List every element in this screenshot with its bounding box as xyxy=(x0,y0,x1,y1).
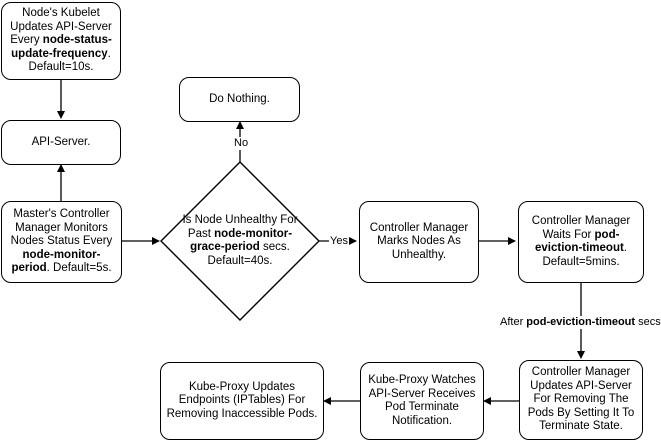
text-segment: . Default=5mins. xyxy=(542,242,627,268)
kube-proxy-watches-node: Kube-Proxy Watches API-Server Receives P… xyxy=(360,362,484,440)
text-segment: Kube-Proxy Updates Endpoints (IPTables) … xyxy=(166,380,318,420)
text-segment: API-Server. xyxy=(31,135,91,148)
edge-label-after-timeout: After pod-eviction-timeout secs xyxy=(499,316,661,329)
text-segment: After xyxy=(500,316,527,328)
text-segment: Controller Manager Updates API-Server Fo… xyxy=(527,366,635,433)
text-segment: Master's Controller Manager Monitors Nod… xyxy=(10,208,113,248)
text-segment: No xyxy=(234,137,249,149)
kubelet-update-node: Node's Kubelet Updates API-Server Every … xyxy=(1,2,121,80)
marks-unhealthy-node: Controller Manager Marks Nodes As Unheal… xyxy=(359,201,479,283)
text-segment: Node's Kubelet Updates API-Server Every xyxy=(10,7,112,47)
text-segment: Kube-Proxy Watches API-Server Receives P… xyxy=(368,374,476,427)
edge-label-no: No xyxy=(233,137,250,150)
bold-text-segment: pod-eviction-timeout xyxy=(526,316,636,328)
text-segment: secs. Default=40s. xyxy=(207,241,290,267)
text-segment: . Default=5s. xyxy=(46,262,112,275)
edge-label-yes: Yes xyxy=(329,235,349,248)
waits-eviction-node: Controller Manager Waits For pod-evictio… xyxy=(518,201,644,283)
do-nothing-node: Do Nothing. xyxy=(179,77,300,122)
text-segment: Is Node Unhealthy For Past xyxy=(182,214,298,240)
decision-text: Is Node Unhealthy For Past node-monitor-… xyxy=(181,196,299,286)
text-segment: Controller Manager Waits For xyxy=(531,215,631,241)
updates-api-server-node: Controller Manager Updates API-Server Fo… xyxy=(519,360,643,440)
text-segment: Yes xyxy=(330,235,348,247)
text-segment: . Default=10s. xyxy=(28,47,111,74)
text-segment: secs xyxy=(635,316,661,328)
bold-text-segment: pod-eviction-timeout xyxy=(534,228,624,255)
kube-proxy-updates-node: Kube-Proxy Updates Endpoints (IPTables) … xyxy=(160,362,324,440)
api-server-node: API-Server. xyxy=(1,120,121,165)
text-segment: Controller Manager Marks Nodes As Unheal… xyxy=(369,221,469,261)
text-segment: Do Nothing. xyxy=(209,92,270,105)
bold-text-segment: node-monitor-grace-period xyxy=(190,227,293,254)
bold-text-segment: node-status-update-frequency xyxy=(11,34,112,60)
decision-diamond xyxy=(160,161,320,321)
bold-text-segment: node-monitor-period xyxy=(11,248,101,275)
controller-monitors-node: Master's Controller Manager Monitors Nod… xyxy=(1,201,122,283)
